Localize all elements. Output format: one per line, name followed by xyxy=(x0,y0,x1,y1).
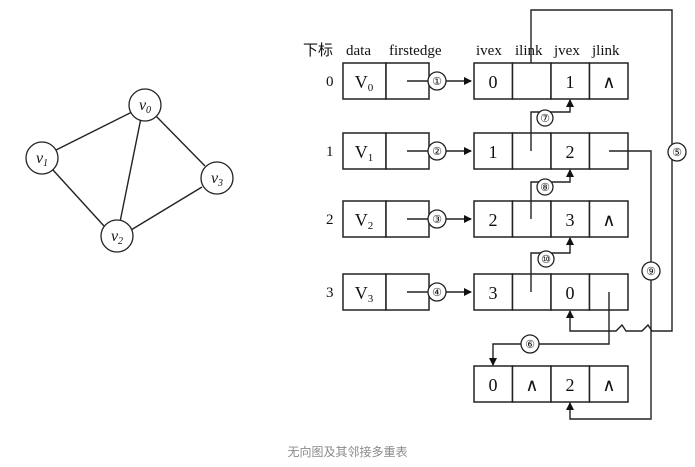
svg-text:∧: ∧ xyxy=(602,210,615,230)
marker-7: ⑦ xyxy=(536,109,554,127)
graph: v0 v1 v2 v3 xyxy=(25,88,234,253)
svg-text:⑦: ⑦ xyxy=(540,113,550,125)
svg-text:③: ③ xyxy=(432,214,442,226)
svg-text:①: ① xyxy=(432,76,442,88)
vertex-table: 0 V0 1 V1 2 V2 3 V3 xyxy=(326,62,430,311)
svg-text:⑩: ⑩ xyxy=(541,254,551,266)
svg-text:②: ② xyxy=(432,146,442,158)
header-jvex: jvex xyxy=(553,43,580,59)
vertex-v1: v1 xyxy=(25,141,59,175)
row-index: 1 xyxy=(326,144,334,160)
edge-node: 1 2 xyxy=(473,132,629,170)
vertex-v3: v3 xyxy=(200,161,234,195)
row-index: 0 xyxy=(326,74,334,90)
marker-8: ⑧ xyxy=(536,178,554,196)
edge-node: 0 1 ∧ xyxy=(473,62,629,100)
marker-4: ④ xyxy=(427,282,447,302)
svg-text:V3: V3 xyxy=(355,283,374,305)
marker-3: ③ xyxy=(427,209,447,229)
svg-text:3: 3 xyxy=(566,210,575,230)
row-index: 2 xyxy=(326,212,334,228)
svg-text:0: 0 xyxy=(566,283,575,303)
marker-1: ① xyxy=(427,71,447,91)
svg-text:1: 1 xyxy=(489,142,498,162)
marker-9: ⑨ xyxy=(641,261,661,281)
svg-text:0: 0 xyxy=(489,375,498,395)
svg-text:V0: V0 xyxy=(355,72,374,94)
header-ilink: ilink xyxy=(515,43,543,59)
svg-text:V1: V1 xyxy=(355,142,374,164)
svg-text:∧: ∧ xyxy=(602,375,615,395)
edge-v0-v3 xyxy=(153,113,206,167)
edge-node: 0 ∧ 2 ∧ xyxy=(473,365,629,403)
marker-6: ⑥ xyxy=(520,334,540,354)
svg-text:∧: ∧ xyxy=(525,375,538,395)
svg-text:2: 2 xyxy=(566,375,575,395)
svg-text:④: ④ xyxy=(432,287,442,299)
vertex-row: 1 V1 xyxy=(326,132,430,170)
edge-node: 3 0 xyxy=(473,273,629,311)
svg-text:v2: v2 xyxy=(111,228,123,247)
header-firstedge: firstedge xyxy=(389,43,442,59)
svg-text:v3: v3 xyxy=(211,170,223,189)
marker-5: ⑤ xyxy=(667,142,687,162)
row-index: 3 xyxy=(326,285,334,301)
svg-text:⑤: ⑤ xyxy=(672,147,682,159)
svg-text:3: 3 xyxy=(489,283,498,303)
header-ivex: ivex xyxy=(476,43,502,59)
firstedge-pointers: ① ② ③ ④ xyxy=(407,71,472,302)
svg-text:2: 2 xyxy=(489,210,498,230)
svg-text:2: 2 xyxy=(566,142,575,162)
svg-text:⑥: ⑥ xyxy=(525,339,535,351)
header-data: data xyxy=(346,43,371,59)
header-index: 下标 xyxy=(303,42,333,59)
edge-v0-v2 xyxy=(119,117,142,223)
svg-text:∧: ∧ xyxy=(602,72,615,92)
edge-node-list: 0 1 ∧ 1 2 2 3 ∧ 3 xyxy=(473,62,629,403)
svg-text:⑧: ⑧ xyxy=(540,182,550,194)
edge-v1-v2 xyxy=(52,169,105,227)
vertex-v0: v0 xyxy=(128,88,162,122)
svg-text:1: 1 xyxy=(566,72,575,92)
marker-10: ⑩ xyxy=(537,250,555,268)
figure-caption: 无向图及其邻接多重表 xyxy=(287,445,408,459)
edge-v2-v3 xyxy=(130,186,203,231)
edge-node: 2 3 ∧ xyxy=(473,200,629,238)
svg-text:0: 0 xyxy=(489,72,498,92)
svg-text:⑨: ⑨ xyxy=(646,266,656,278)
link-pointers: ⑦ ⑧ ⑩ ⑤ ⑥ ⑨ xyxy=(489,9,687,420)
edge-v0-v1 xyxy=(53,110,135,152)
svg-text:v0: v0 xyxy=(139,97,151,116)
vertex-v2: v2 xyxy=(100,219,134,253)
header-jlink: jlink xyxy=(591,43,620,59)
svg-text:V2: V2 xyxy=(355,210,374,232)
svg-text:v1: v1 xyxy=(36,150,48,169)
marker-2: ② xyxy=(427,141,447,161)
column-headers: 下标 data firstedge ivex ilink jvex jlink xyxy=(303,42,620,59)
